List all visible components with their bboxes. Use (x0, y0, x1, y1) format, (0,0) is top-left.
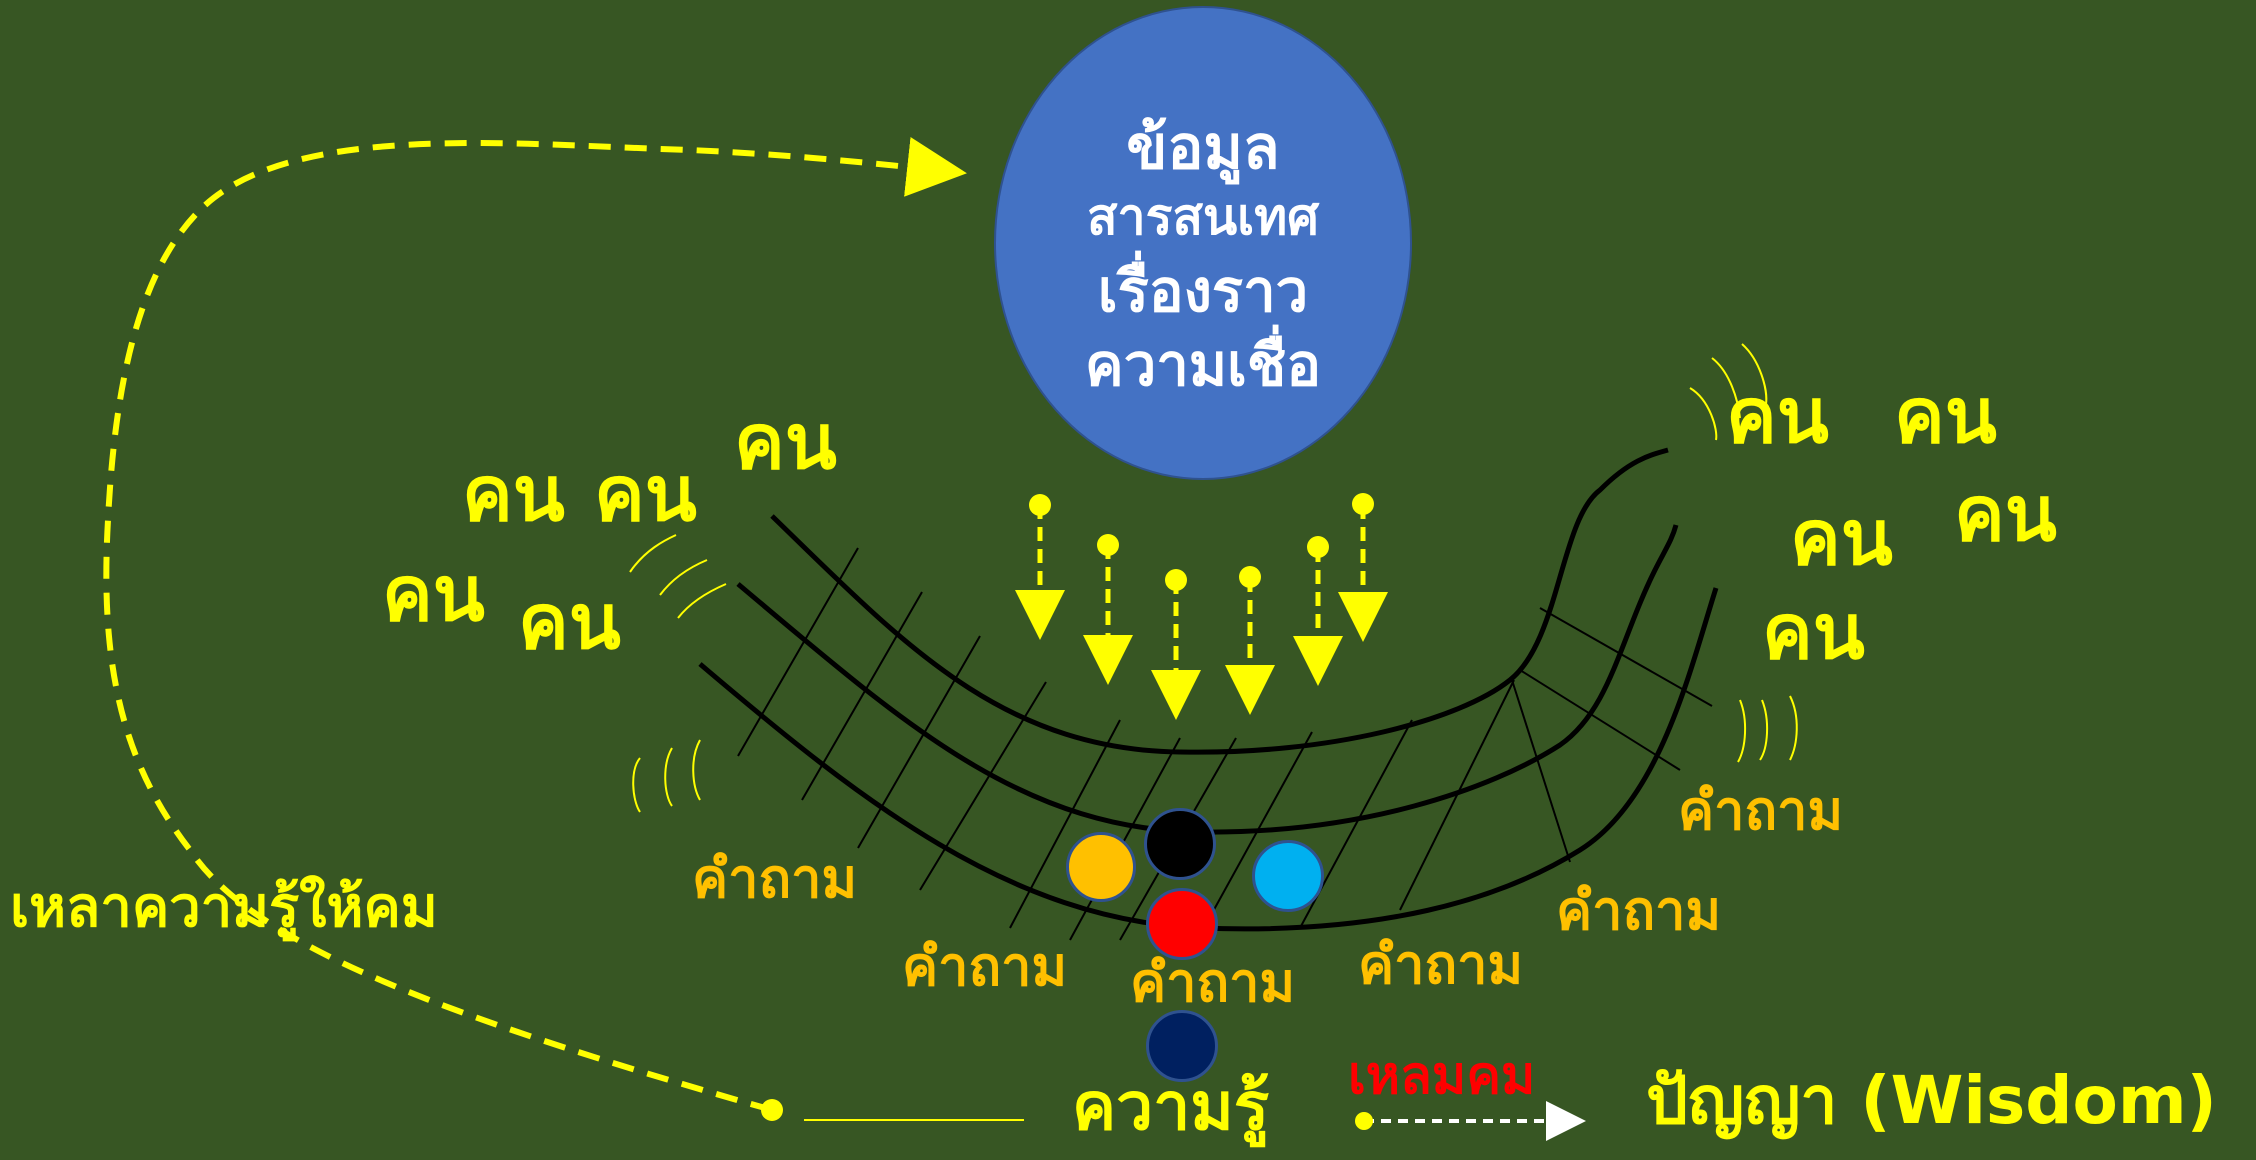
people-label: คน (1894, 371, 1997, 460)
info-bubble: ข้อมูล สารสนเทศ เรื่องราว ความเชื่อ (994, 6, 1412, 480)
sharp-label: เหลมคม (1348, 1046, 1536, 1106)
red-dot (1146, 888, 1218, 960)
people-label: คน (1790, 493, 1893, 582)
people-label: คน (1762, 587, 1865, 676)
arrow-pin-heads (1029, 493, 1374, 591)
question-label: คำถาม (1556, 879, 1722, 942)
bubble-line-belief: ความเชื่อ (1084, 331, 1322, 399)
bubble-line-information: สารสนเทศ (1087, 188, 1319, 246)
wisdom-label: ปัญญา (Wisdom) (1646, 1062, 2217, 1139)
net-curve-top (770, 447, 1669, 755)
gold-dot (1066, 832, 1136, 902)
question-label: คำถาม (1358, 933, 1524, 996)
question-label: คำถาม (1130, 951, 1296, 1014)
knowledge-label: ความรู้ (1072, 1068, 1270, 1145)
wisdom-arrow-start-dot (1355, 1112, 1373, 1130)
net-curve-middle (736, 524, 1679, 835)
bubble-line-data: ข้อมูล (1126, 113, 1280, 183)
people-label: คน (462, 449, 565, 538)
people-label: คน (1726, 371, 1829, 460)
cyan-dot (1252, 840, 1324, 912)
sharpen-knowledge-label: เหลาความรู้ให้คม (10, 875, 438, 940)
people-label: คน (1954, 469, 2057, 558)
question-label: คำถาม (692, 847, 858, 910)
question-label: คำถาม (902, 935, 1068, 998)
navy-dot (1146, 1010, 1218, 1082)
people-label: คน (734, 397, 837, 486)
feedback-loop-arrow (103, 137, 967, 1113)
black-dot (1144, 808, 1216, 880)
loop-start-dot (761, 1099, 783, 1121)
bubble-line-story: เรื่องราว (1097, 257, 1309, 325)
question-label: คำถาม (1678, 779, 1844, 842)
people-label: คน (382, 549, 485, 638)
people-label: คน (518, 577, 621, 666)
motion-arcs (629, 343, 1798, 813)
people-label: คน (594, 449, 697, 538)
info-flow-arrows (1015, 505, 1388, 720)
